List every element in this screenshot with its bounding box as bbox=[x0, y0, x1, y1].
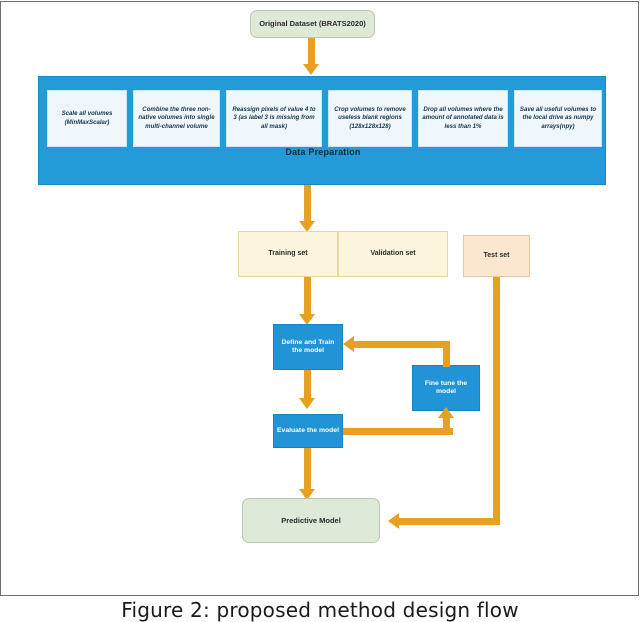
node-evaluate-model: Evaluate the model bbox=[273, 414, 343, 448]
data-preparation-band: Data Preparation bbox=[38, 76, 606, 185]
arrow-testset-to-predictive-head bbox=[388, 513, 399, 529]
node-training-set-label: Training set bbox=[268, 249, 308, 257]
arrow-evaluate-to-finetune-vertical bbox=[443, 416, 450, 435]
node-predictive-model: Predictive Model bbox=[242, 498, 380, 543]
prep-step-save-numpy: Save all useful volumes to the local dri… bbox=[514, 90, 602, 147]
arrow-evaluate-to-finetune-head bbox=[438, 407, 454, 418]
arrow-finetune-to-define-horizontal bbox=[354, 341, 450, 348]
arrow-evaluate-to-predictive-head bbox=[299, 489, 315, 500]
figure-frame: Original Dataset (BRATS2020) Data Prepar… bbox=[0, 1, 639, 596]
prep-step-crop-volumes: Crop volumes to remove useless blank reg… bbox=[328, 90, 412, 147]
node-define-and-train-model-label: Define and Train the model bbox=[281, 338, 335, 354]
prep-step-label: Drop all volumes where the amount of ann… bbox=[422, 106, 504, 130]
node-validation-set-label: Validation set bbox=[370, 249, 416, 257]
node-original-dataset-label: Original Dataset (BRATS2020) bbox=[259, 19, 366, 29]
arrow-preparation-to-split-line bbox=[304, 185, 311, 225]
node-original-dataset: Original Dataset (BRATS2020) bbox=[250, 10, 375, 38]
node-test-set: Test set bbox=[463, 235, 530, 277]
arrow-define-to-evaluate-line bbox=[304, 370, 311, 401]
prep-step-label: Crop volumes to remove useless blank reg… bbox=[334, 106, 406, 130]
flowchart-diagram: Original Dataset (BRATS2020) Data Prepar… bbox=[1, 2, 640, 597]
arrow-dataset-to-preparation-line bbox=[308, 38, 315, 66]
arrow-finetune-to-define-vertical bbox=[443, 341, 450, 367]
arrow-evaluate-to-predictive-line bbox=[304, 448, 311, 492]
arrow-define-to-evaluate-head bbox=[299, 398, 315, 409]
prep-step-label: Combine the three non-native volumes int… bbox=[138, 106, 215, 130]
node-define-and-train-model: Define and Train the model bbox=[273, 324, 343, 370]
node-training-set: Training set bbox=[238, 231, 338, 277]
prep-step-label: Reassign pixels of value 4 to 3 (as labe… bbox=[232, 106, 316, 130]
node-fine-tune-model: Fine tune the model bbox=[412, 365, 480, 411]
arrow-training-to-define-line bbox=[304, 277, 311, 318]
node-predictive-model-label: Predictive Model bbox=[281, 515, 341, 525]
prep-step-label: Save all useful volumes to the local dri… bbox=[519, 106, 597, 130]
node-validation-set: Validation set bbox=[338, 231, 448, 277]
arrow-evaluate-to-finetune-horizontal bbox=[343, 428, 453, 435]
arrow-testset-to-predictive-vertical bbox=[493, 277, 500, 525]
arrow-preparation-to-split-head bbox=[299, 221, 315, 232]
arrow-training-to-define-head bbox=[299, 314, 315, 325]
arrow-dataset-to-preparation-head bbox=[303, 64, 319, 75]
node-fine-tune-model-label: Fine tune the model bbox=[424, 379, 468, 395]
arrow-testset-to-predictive-horizontal bbox=[399, 518, 500, 525]
prep-step-reassign-pixels: Reassign pixels of value 4 to 3 (as labe… bbox=[226, 90, 322, 147]
prep-step-label: Scale all volumes (MinMaxScalar) bbox=[61, 110, 113, 126]
data-preparation-label: Data Preparation bbox=[285, 147, 361, 157]
prep-step-scale-volumes: Scale all volumes (MinMaxScalar) bbox=[47, 90, 127, 147]
prep-step-combine-volumes: Combine the three non-native volumes int… bbox=[133, 90, 220, 147]
node-test-set-label: Test set bbox=[483, 251, 510, 259]
figure-caption: Figure 2: proposed method design flow bbox=[121, 598, 519, 622]
node-evaluate-model-label: Evaluate the model bbox=[277, 426, 339, 434]
prep-step-drop-low-annotation: Drop all volumes where the amount of ann… bbox=[418, 90, 508, 147]
arrow-finetune-to-define-head bbox=[343, 336, 354, 352]
